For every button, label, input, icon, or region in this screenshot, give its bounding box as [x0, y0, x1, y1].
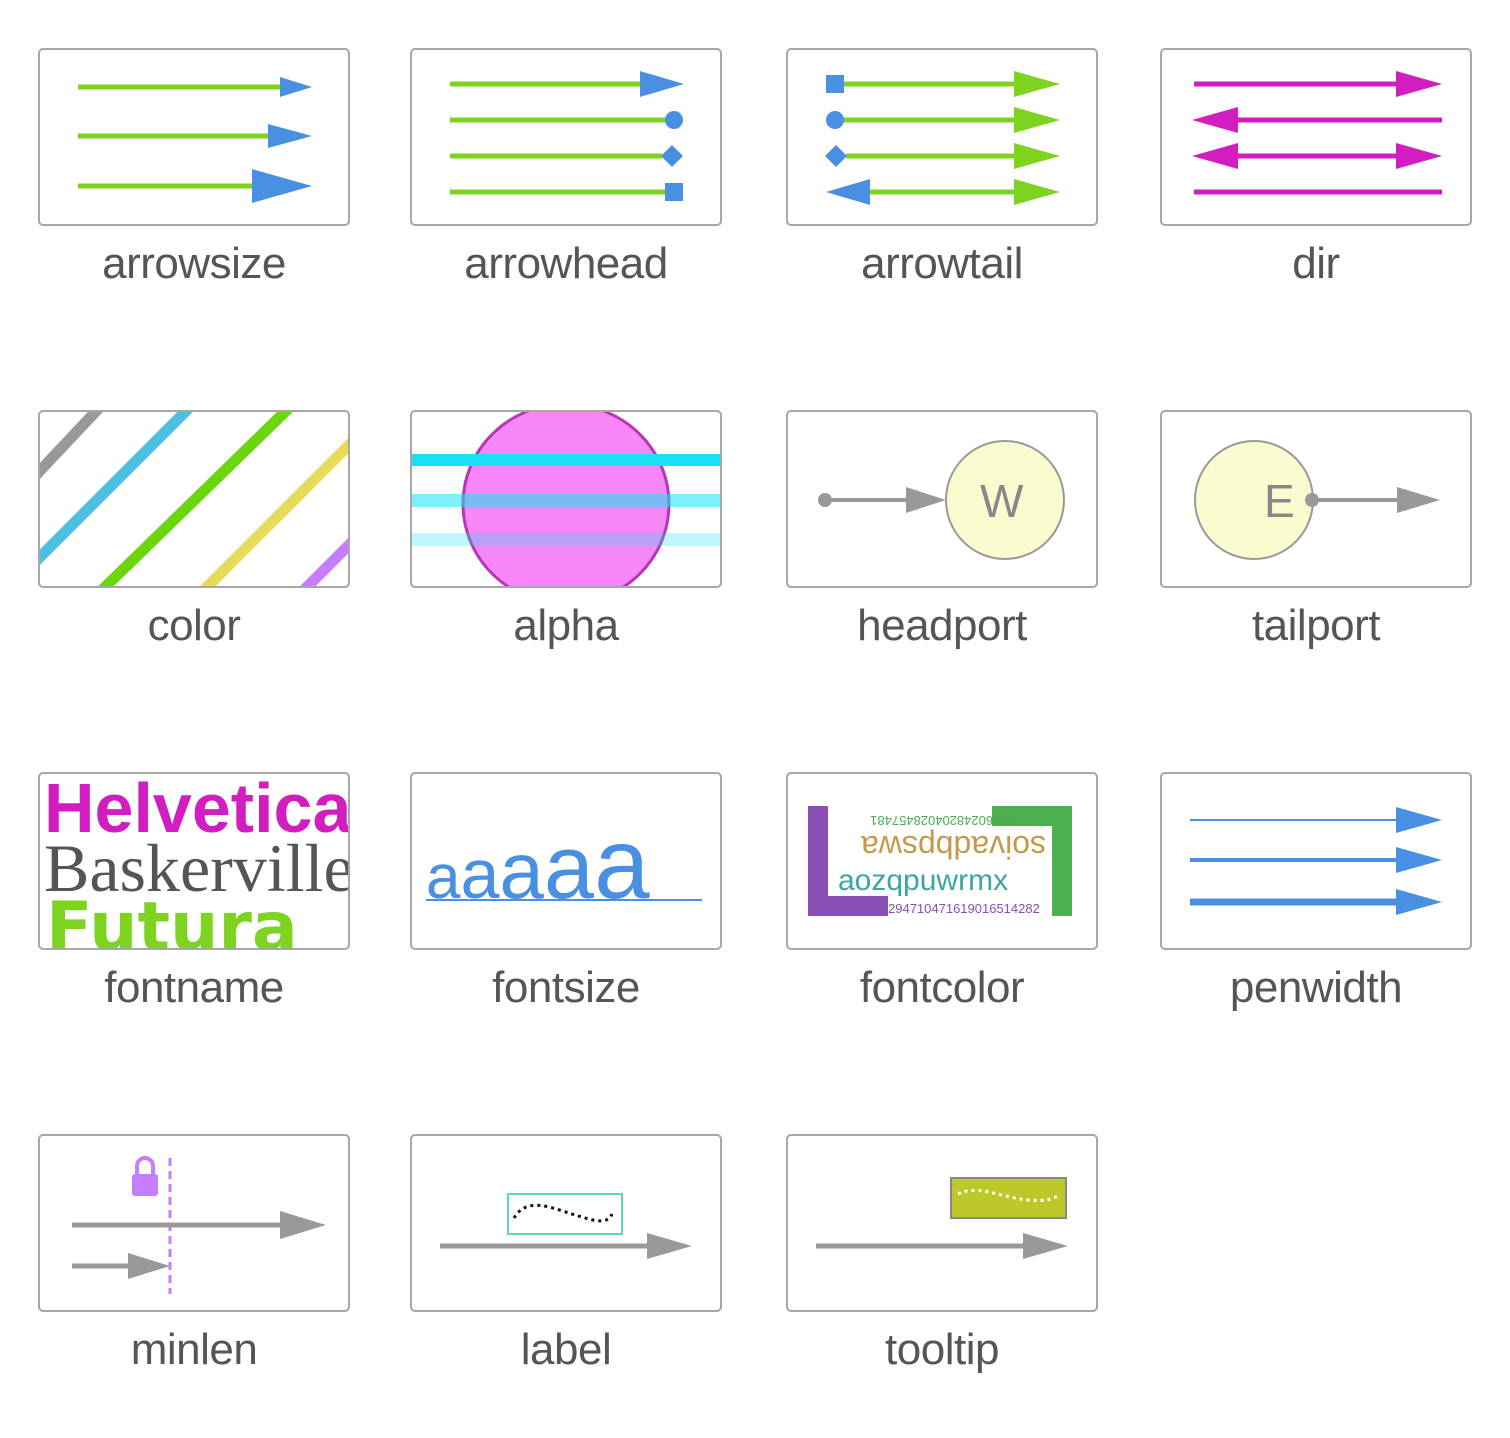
- alpha-tile[interactable]: [410, 410, 722, 588]
- fontcolor-upside-down-text: soivadbpswa: [861, 829, 1046, 865]
- tooltip-tile[interactable]: [786, 1134, 1098, 1312]
- penwidth-caption: penwidth: [1229, 963, 1403, 1012]
- tailport-node-label: E: [1264, 475, 1295, 527]
- color-caption: color: [147, 601, 241, 650]
- fontcolor-top-numbers: 2042602482040284574​81: [870, 813, 1022, 828]
- fontname-caption: fontname: [104, 963, 284, 1012]
- fontsize-caption: fontsize: [492, 963, 640, 1012]
- fontcolor-illustration: 2042602482040284574​81 soivadbpswa aozqp…: [808, 806, 1072, 916]
- tooltip-caption: tooltip: [885, 1325, 999, 1374]
- arrowhead-illustration: [450, 71, 684, 201]
- dir-caption: dir: [1292, 239, 1340, 288]
- arrowtail-caption: arrowtail: [861, 239, 1023, 288]
- alpha-caption: alpha: [513, 601, 619, 650]
- arrowtail-illustration: [825, 71, 1060, 205]
- arrowtail-tile[interactable]: [786, 48, 1098, 226]
- fontname-tile[interactable]: Helvetica Baskerville Futura: [38, 772, 350, 950]
- tailport-caption: tailport: [1251, 601, 1381, 650]
- fontname-sample-futura: Futura: [46, 888, 298, 950]
- headport-caption: headport: [857, 601, 1027, 650]
- lock-icon: [132, 1156, 158, 1196]
- arrowsize-caption: arrowsize: [102, 239, 286, 288]
- label-tile[interactable]: [410, 1134, 722, 1312]
- dir-illustration: [1192, 71, 1442, 195]
- minlen-illustration: [72, 1156, 326, 1294]
- fontcolor-bottom-numbers: 29471047161901651428​2: [888, 901, 1040, 916]
- arrowhead-tile[interactable]: [410, 48, 722, 226]
- tailport-illustration: E: [1194, 440, 1440, 560]
- fontcolor-caption: fontcolor: [859, 963, 1025, 1012]
- fontsize-sample: aaaaa: [426, 808, 650, 920]
- fontsize-illustration: aaaaa: [426, 808, 702, 920]
- arrowsize-illustration: [78, 77, 312, 203]
- arrowhead-caption: arrowhead: [464, 239, 668, 288]
- fontcolor-middle-text: aozqpuwrmx: [838, 864, 1008, 897]
- color-illustration: [40, 412, 348, 586]
- fontname-illustration: Helvetica Baskerville Futura: [44, 774, 350, 950]
- fontcolor-tile[interactable]: 2042602482040284574​81 soivadbpswa aozqp…: [786, 772, 1098, 950]
- minlen-tile[interactable]: [38, 1134, 350, 1312]
- fontname-sample-helvetica: Helvetica: [44, 774, 350, 847]
- tailport-tile[interactable]: E: [1160, 410, 1472, 588]
- fontsize-tile[interactable]: aaaaa: [410, 772, 722, 950]
- label-caption: label: [520, 1325, 612, 1374]
- color-tile[interactable]: [38, 410, 350, 588]
- penwidth-tile[interactable]: [1160, 772, 1472, 950]
- headport-illustration: W: [818, 440, 1065, 560]
- arrowsize-tile[interactable]: [38, 48, 350, 226]
- headport-node-label: W: [980, 475, 1024, 527]
- minlen-caption: minlen: [130, 1325, 258, 1374]
- fontname-sample-baskerville: Baskerville: [44, 830, 350, 906]
- dir-tile[interactable]: [1160, 48, 1472, 226]
- tooltip-illustration: [816, 1177, 1068, 1259]
- headport-tile[interactable]: W: [786, 410, 1098, 588]
- label-illustration: [440, 1193, 692, 1259]
- alpha-illustration: [412, 412, 720, 586]
- penwidth-illustration: [1190, 807, 1442, 915]
